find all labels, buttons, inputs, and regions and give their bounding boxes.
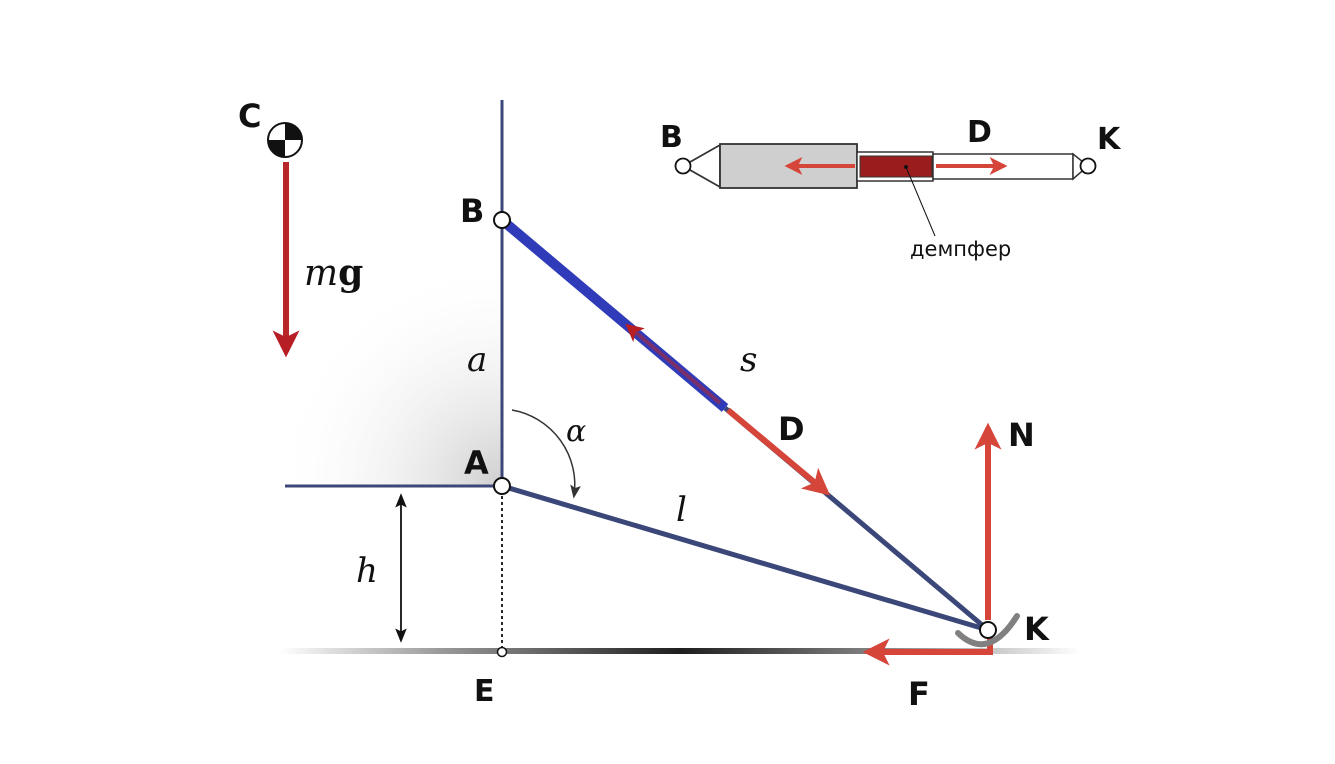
label-D: D — [778, 410, 805, 448]
inset-joint-B — [674, 157, 692, 175]
label-C: C — [238, 97, 261, 135]
label-m: m — [304, 253, 338, 294]
skid-icon — [955, 613, 1020, 648]
damper-inset: B D K демпфер — [660, 115, 1122, 261]
angle-alpha-arc — [511, 409, 581, 499]
inset-label-K: K — [1097, 122, 1122, 157]
wall-shading — [280, 250, 502, 486]
label-F: F — [908, 675, 930, 713]
point-E — [496, 646, 508, 658]
inset-leader-line — [905, 166, 936, 237]
inset-label-B: B — [660, 120, 683, 155]
joint-K — [979, 621, 997, 639]
ground-line — [280, 648, 1080, 654]
inset-joint-K — [1079, 157, 1097, 175]
force-arrow-D — [726, 407, 831, 496]
inset-label-D: D — [967, 115, 992, 150]
label-l: l — [676, 490, 687, 530]
label-s: s — [740, 340, 757, 380]
label-N: N — [1008, 416, 1035, 454]
joint-B — [493, 211, 511, 229]
inset-damper-element — [859, 155, 933, 178]
reaction-arrow-cylinder — [625, 323, 722, 405]
label-alpha: α — [566, 414, 586, 449]
label-A: A — [464, 444, 489, 482]
rod-AK — [501, 483, 989, 633]
label-K: K — [1024, 610, 1050, 648]
joint-A — [493, 477, 511, 495]
label-E: E — [474, 674, 495, 709]
label-mg: mg — [304, 252, 363, 294]
label-B: B — [460, 192, 484, 230]
label-g: g — [338, 252, 363, 294]
label-h: h — [356, 551, 378, 591]
center-of-mass-icon — [267, 122, 303, 158]
label-a: a — [467, 340, 487, 380]
inset-damper-label: демпфер — [910, 237, 1011, 261]
inset-leader-dot — [904, 165, 908, 169]
